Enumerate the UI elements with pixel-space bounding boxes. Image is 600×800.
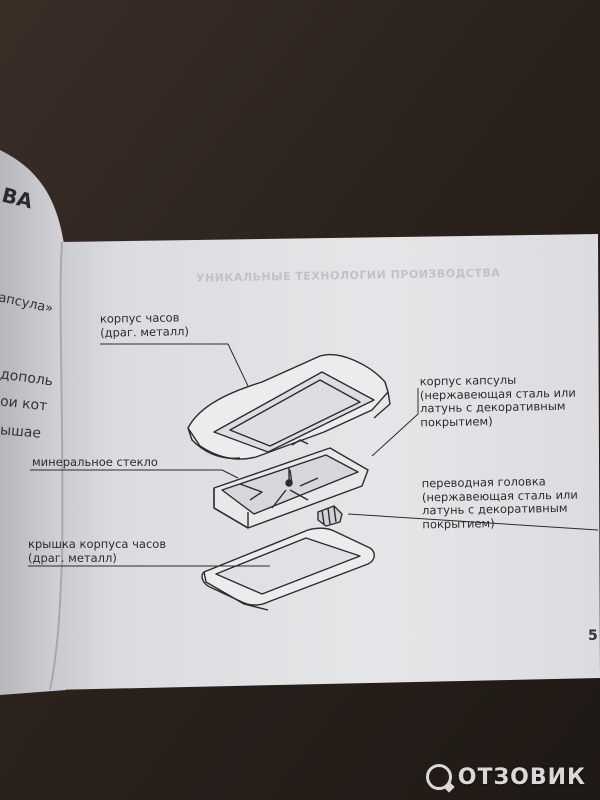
label-mineral-glass-line-1: минеральное стекло (32, 455, 158, 469)
watch-case-illustration (187, 354, 391, 460)
capsule-illustration (213, 447, 369, 529)
label-case-back-line-1: крышка корпуса часов (28, 537, 167, 551)
case-back-illustration (201, 527, 375, 611)
otzovik-watermark: ОТЗОВИК (425, 764, 586, 790)
otzovik-logo-icon (425, 764, 452, 790)
crown-illustration (317, 505, 343, 527)
label-crown: переводная головка (нержавеющая сталь ил… (421, 474, 579, 532)
watermark-text: ОТЗОВИК (457, 764, 586, 790)
label-capsule-case-line-3: латунь с декоративным (419, 398, 566, 416)
label-case-back-line-2: (драг. металл) (28, 550, 117, 565)
label-crown-line-3: латунь с декоративным (421, 500, 568, 518)
label-crown-line-4: покрытием) (422, 515, 495, 531)
label-case-back: крышка корпуса часов (драг. металл) (28, 537, 167, 565)
label-mineral-glass: минеральное стекло (32, 455, 158, 470)
page-number: 5 (588, 628, 598, 644)
label-watch-case-line-2: (драг. металл) (99, 323, 190, 340)
label-capsule-case-line-4: покрытием) (420, 413, 493, 429)
label-watch-case: корпус часов (драг. металл) (99, 310, 190, 340)
label-capsule-case: корпус капсулы (нержавеющая сталь или ла… (420, 373, 577, 430)
